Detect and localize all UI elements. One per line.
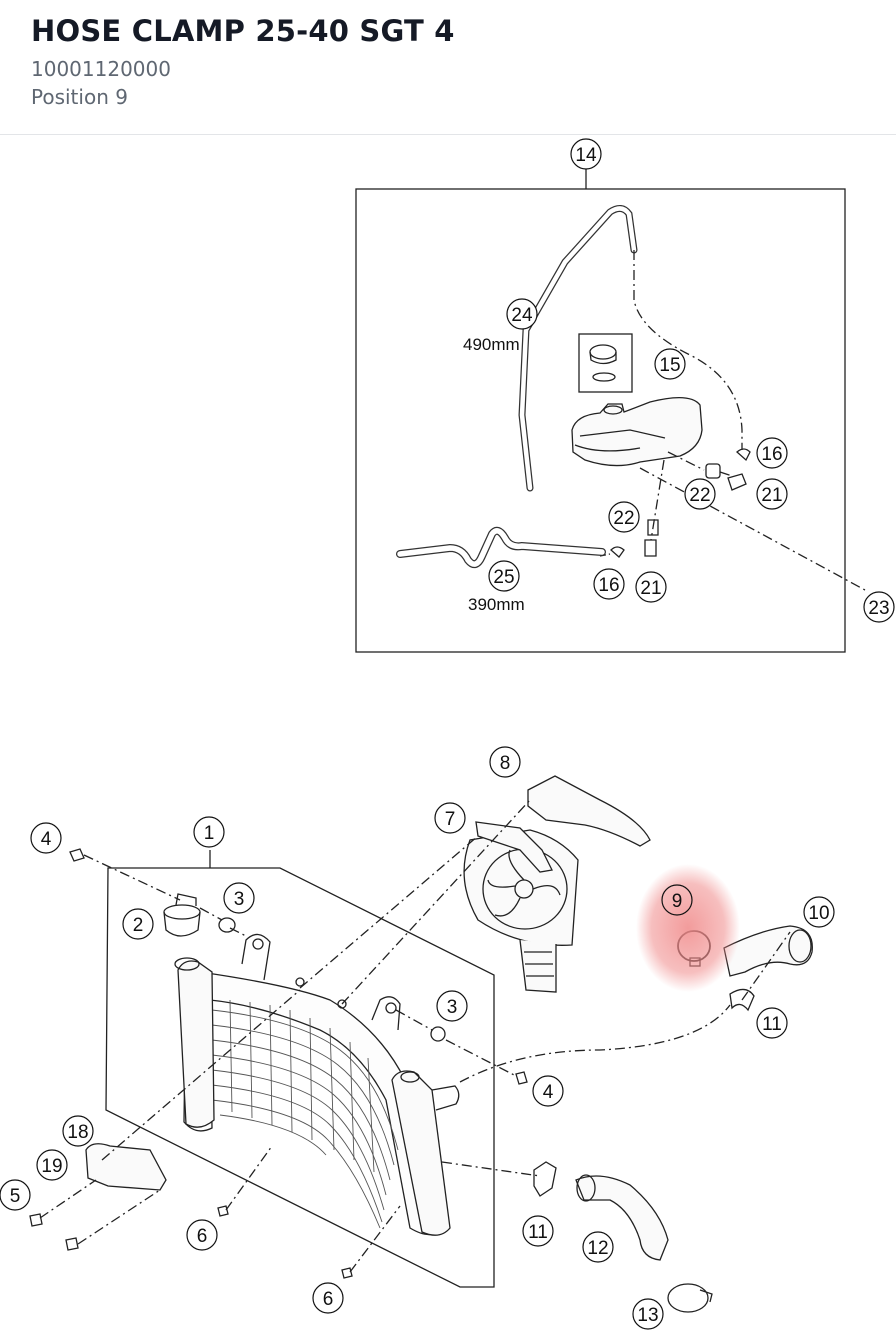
callout-label-16: 16 bbox=[761, 444, 782, 465]
reservoir-kit-group bbox=[355, 168, 866, 653]
callout-label-19: 19 bbox=[41, 1156, 62, 1177]
callout-label-23: 23 bbox=[868, 598, 889, 619]
callout-label-25: 25 bbox=[493, 567, 514, 588]
callout-circle-4[interactable] bbox=[532, 1075, 564, 1107]
callout-label-11: 11 bbox=[528, 1222, 548, 1243]
cap-box bbox=[578, 333, 633, 393]
callout-circle-16[interactable] bbox=[756, 437, 788, 469]
radiator-kit-outline bbox=[105, 850, 495, 1288]
fan-shroud bbox=[463, 829, 579, 946]
callout-label-15: 15 bbox=[659, 355, 680, 376]
callout-circle-23[interactable] bbox=[863, 591, 895, 623]
callout-label-7: 7 bbox=[445, 809, 456, 830]
callout-circle-16[interactable] bbox=[593, 568, 625, 600]
callout-label-22: 22 bbox=[689, 485, 710, 506]
callout-circle-6[interactable] bbox=[186, 1219, 218, 1251]
callout-label-14: 14 bbox=[575, 145, 597, 166]
callout-circle-4[interactable] bbox=[30, 822, 62, 854]
callout-circle-19[interactable] bbox=[36, 1149, 68, 1181]
callout-circle-18[interactable] bbox=[62, 1115, 94, 1147]
fan-bracket bbox=[527, 775, 651, 847]
callout-label-8: 8 bbox=[500, 753, 511, 774]
callout-circle-5[interactable] bbox=[0, 1179, 31, 1211]
part-header: HOSE CLAMP 25-40 SGT 4 10001120000 Posit… bbox=[0, 0, 896, 135]
hose-12 bbox=[575, 1175, 669, 1261]
callout-label-22: 22 bbox=[613, 508, 634, 529]
callout-label-6: 6 bbox=[197, 1226, 208, 1247]
callout-circle-12[interactable] bbox=[582, 1231, 614, 1263]
callout-circle-3[interactable] bbox=[223, 882, 255, 914]
callout-circle-21[interactable] bbox=[756, 478, 788, 510]
callout-label-11: 11 bbox=[762, 1014, 782, 1035]
highlight-position-9 bbox=[636, 864, 740, 992]
callout-circle-22[interactable] bbox=[684, 478, 716, 510]
callout-label-10: 10 bbox=[808, 903, 829, 924]
callout-label-2: 2 bbox=[133, 915, 144, 936]
filler-cap bbox=[163, 911, 201, 937]
radiator-assembly-group bbox=[29, 775, 813, 1313]
callout-circle-11[interactable] bbox=[522, 1215, 554, 1247]
part-position: Position 9 bbox=[31, 85, 128, 109]
callout-circle-8[interactable] bbox=[489, 746, 521, 778]
callout-circle-6[interactable] bbox=[312, 1282, 344, 1314]
callout-circle-10[interactable] bbox=[803, 896, 835, 928]
callout-label-6: 6 bbox=[323, 1289, 334, 1310]
kit-box bbox=[355, 188, 846, 653]
callout-label-16: 16 bbox=[598, 575, 619, 596]
part-number: 10001120000 bbox=[31, 57, 171, 81]
callout-label-21: 21 bbox=[640, 578, 661, 599]
callout-circle-13[interactable] bbox=[632, 1298, 664, 1330]
callout-circle-9[interactable] bbox=[661, 884, 693, 916]
callout-circle-21[interactable] bbox=[635, 571, 667, 603]
dimension-390mm: 390mm bbox=[468, 595, 525, 614]
callout-circle-22[interactable] bbox=[608, 501, 640, 533]
callout-label-4: 4 bbox=[543, 1082, 554, 1103]
callout-circle-2[interactable] bbox=[122, 908, 154, 940]
callout-circle-3[interactable] bbox=[436, 990, 468, 1022]
callout-circle-7[interactable] bbox=[434, 802, 466, 834]
part-title: HOSE CLAMP 25-40 SGT 4 bbox=[31, 14, 455, 48]
dimension-490mm: 490mm bbox=[463, 335, 520, 354]
callout-circle-25[interactable] bbox=[488, 560, 520, 592]
callout-circle-15[interactable] bbox=[654, 348, 686, 380]
callout-label-12: 12 bbox=[587, 1238, 608, 1259]
exploded-parts-diagram: 1424151621222225162123871432910311418195… bbox=[0, 138, 895, 1330]
callout-label-18: 18 bbox=[67, 1122, 88, 1143]
callout-label-3: 3 bbox=[234, 889, 245, 910]
callout-label-24: 24 bbox=[511, 305, 533, 326]
callout-label-1: 1 bbox=[204, 823, 215, 844]
callout-circle-1[interactable] bbox=[193, 816, 225, 848]
callout-label-9: 9 bbox=[672, 891, 683, 912]
callout-circle-24[interactable] bbox=[506, 298, 538, 330]
callout-label-21: 21 bbox=[761, 485, 782, 506]
callout-circle-14[interactable] bbox=[570, 138, 602, 170]
callout-label-3: 3 bbox=[447, 997, 458, 1018]
callout-label-13: 13 bbox=[637, 1305, 658, 1326]
callout-circle-11[interactable] bbox=[756, 1007, 788, 1039]
callout-label-5: 5 bbox=[10, 1186, 21, 1207]
callout-label-4: 4 bbox=[41, 829, 52, 850]
